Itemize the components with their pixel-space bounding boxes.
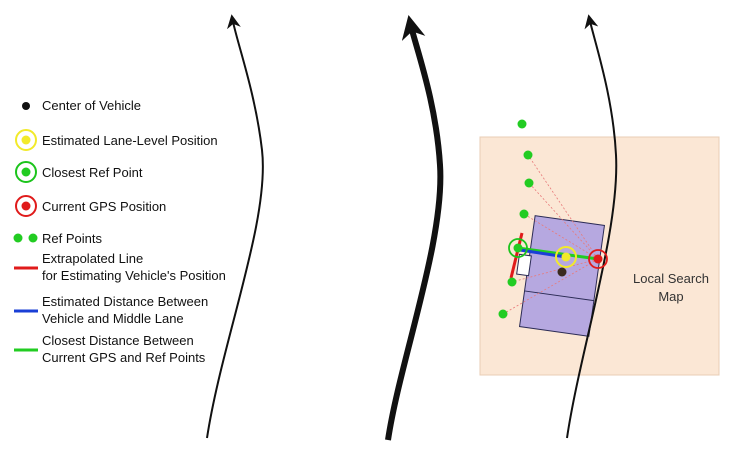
closest-ref-marker-box <box>516 253 532 277</box>
ref-point <box>524 178 534 188</box>
legend-icon-closest-ring <box>15 161 37 183</box>
gps-position-marker <box>588 249 608 269</box>
vehicle-center-dot <box>557 267 567 277</box>
legend: Center of Vehicle Estimated Lane-Level P… <box>13 98 226 365</box>
ref-point <box>507 277 517 287</box>
legend-label-distance-2: Vehicle and Middle Lane <box>42 311 184 326</box>
closest-distance-line <box>517 246 599 261</box>
legend-icon-estimated-dot <box>21 135 31 145</box>
legend-label-extrapolated-1: Extrapolated Line <box>42 251 143 266</box>
estimated-position-marker <box>555 246 577 268</box>
closest-ref-point-marker <box>508 238 528 258</box>
legend-icon-ref-1 <box>13 233 23 243</box>
ref-point <box>517 119 527 129</box>
legend-label-estimated: Estimated Lane-Level Position <box>42 133 218 148</box>
legend-label-distance-1: Estimated Distance Between <box>42 294 208 309</box>
legend-icon-center <box>22 102 30 110</box>
legend-icon-ref-2 <box>28 233 38 243</box>
estimated-distance-line <box>519 248 567 259</box>
legend-icon-gps-dot <box>21 201 31 211</box>
legend-label-ref: Ref Points <box>42 231 102 246</box>
legend-label-extrapolated-2: for Estimating Vehicle's Position <box>42 268 226 283</box>
ref-point <box>519 209 529 219</box>
road-thick-middle <box>385 14 444 441</box>
legend-icon-estimated-ring <box>15 129 37 151</box>
ref-point <box>498 309 508 319</box>
extrapolated-line <box>509 232 524 279</box>
ref-point <box>523 150 533 160</box>
road-thin-right <box>566 14 618 439</box>
map-label-line2: Map <box>658 289 683 304</box>
legend-label-gps: Current GPS Position <box>42 199 166 214</box>
legend-icon-gps-ring <box>15 195 37 217</box>
legend-label-closest-distance-1: Closest Distance Between <box>42 333 194 348</box>
legend-icon-closest-dot <box>21 167 31 177</box>
legend-label-closest: Closest Ref Point <box>42 165 143 180</box>
legend-label-center: Center of Vehicle <box>42 98 141 113</box>
legend-label-closest-distance-2: Current GPS and Ref Points <box>42 350 206 365</box>
map-label-line1: Local Search <box>633 271 709 286</box>
ref-points <box>498 119 534 319</box>
road-thin-left <box>206 14 264 439</box>
